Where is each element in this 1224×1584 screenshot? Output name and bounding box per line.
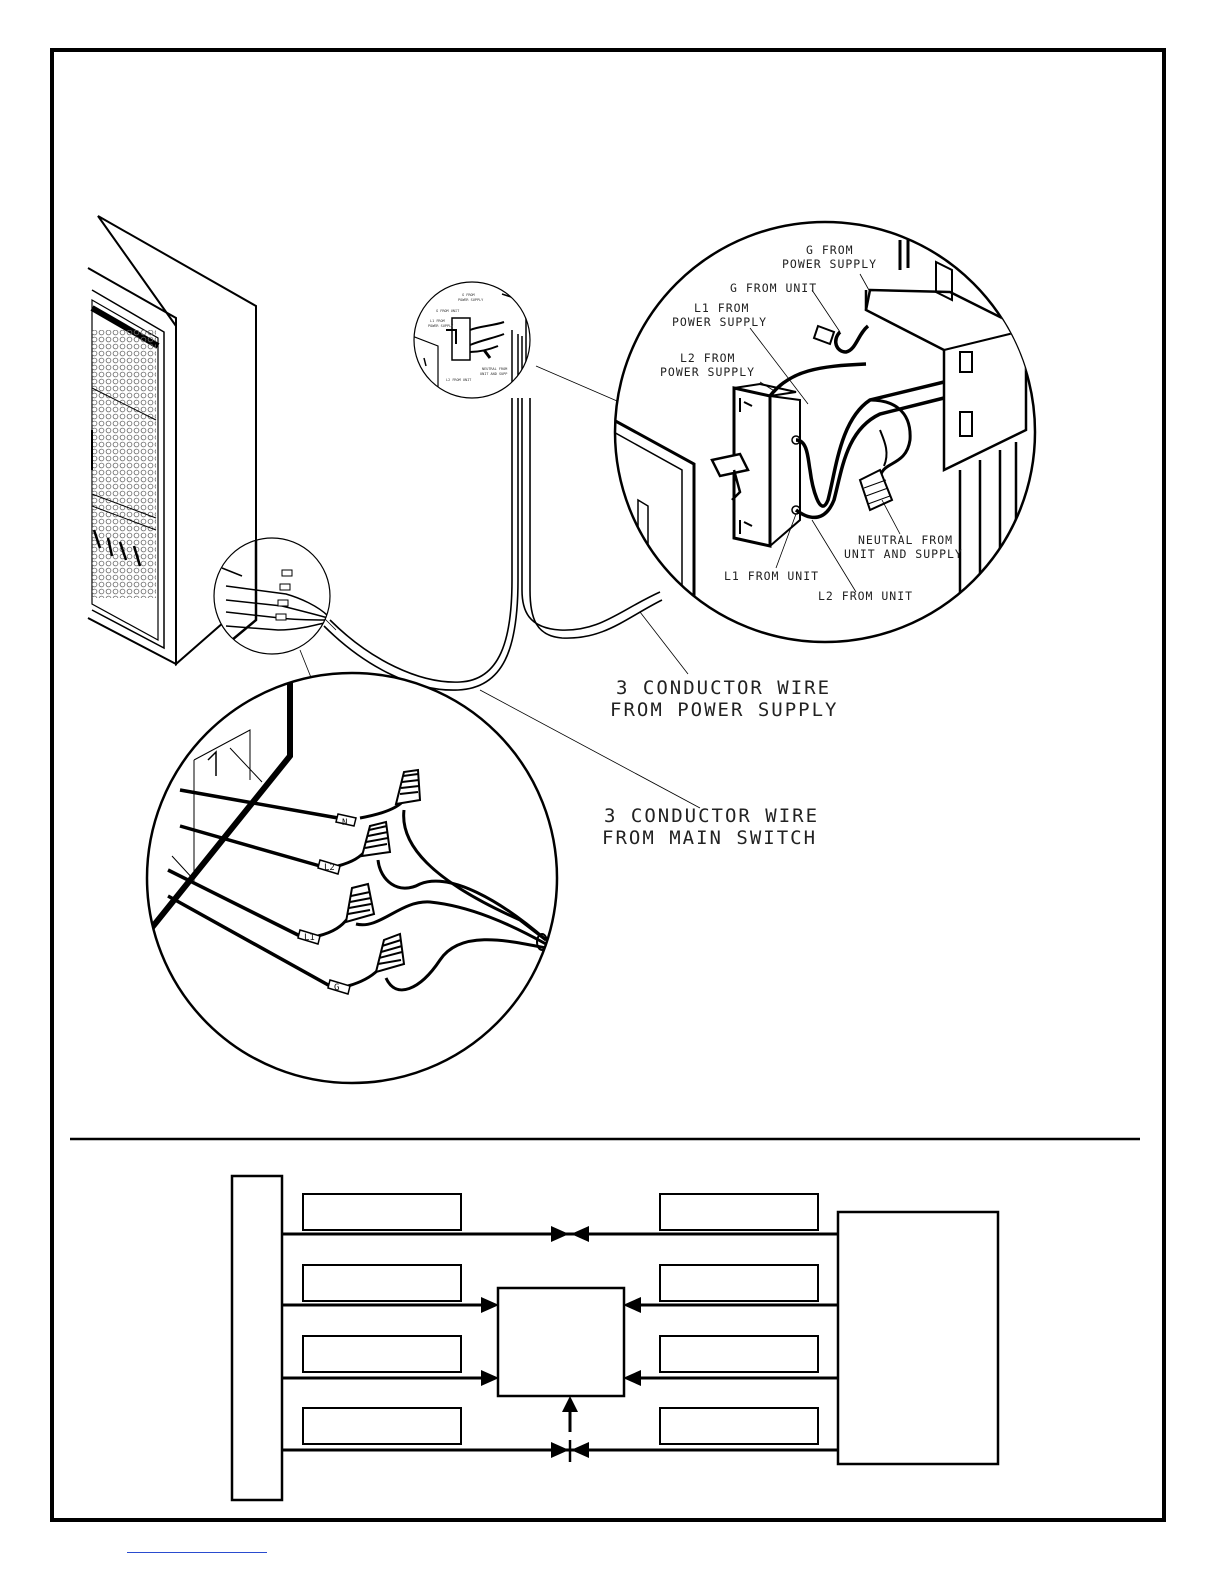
label-box-left-4 <box>302 1407 462 1445</box>
svg-text:L1 FROM: L1 FROM <box>430 319 445 323</box>
wire-connection-detail-view: N L2 L1 G <box>145 671 559 1085</box>
svg-text:G FROM UNIT: G FROM UNIT <box>436 309 460 313</box>
arrow-right-4 <box>551 1442 569 1458</box>
arrow-right-3 <box>481 1370 499 1386</box>
label-wire-main-switch-2: FROM MAIN SWITCH <box>602 827 817 849</box>
label-box-right-2 <box>659 1264 819 1302</box>
block-diagram <box>230 1174 1000 1502</box>
label-l2-from-unit: L2 FROM UNIT <box>818 589 913 603</box>
svg-text:L2 FROM UNIT: L2 FROM UNIT <box>446 378 472 382</box>
label-l1-from-power-supply-2: POWER SUPPLY <box>672 315 767 329</box>
label-box-left-2 <box>302 1264 462 1302</box>
label-l2-from-power-supply-1: L2 FROM <box>680 351 735 365</box>
svg-text:POWER SUPPLY: POWER SUPPLY <box>428 324 454 328</box>
right-block <box>836 1210 1000 1466</box>
label-neutral-from-1: NEUTRAL FROM <box>858 533 953 547</box>
arrow-left-2 <box>623 1297 641 1313</box>
svg-text:NEUTRAL FROM: NEUTRAL FROM <box>482 367 507 371</box>
connector-tag-n: N <box>342 818 347 828</box>
svg-text:POWER SUPPLY: POWER SUPPLY <box>458 298 484 302</box>
label-g-from-unit: G FROM UNIT <box>730 281 817 295</box>
footer-link-underline[interactable] <box>127 1552 267 1563</box>
connector-tag-l1: L1 <box>304 933 315 943</box>
connector-tag-l2: L2 <box>324 863 335 873</box>
left-block <box>230 1174 284 1502</box>
label-wire-main-switch-1: 3 CONDUCTOR WIRE <box>604 805 819 827</box>
label-l1-from-unit: L1 FROM UNIT <box>724 569 819 583</box>
label-box-right-3 <box>659 1335 819 1373</box>
heater-unit <box>87 215 257 667</box>
label-box-right-1 <box>659 1193 819 1231</box>
label-l2-from-power-supply-2: POWER SUPPLY <box>660 365 755 379</box>
small-wire-view <box>213 537 331 655</box>
label-g-from-power-supply-2: POWER SUPPLY <box>782 257 877 271</box>
label-l1-from-power-supply-1: L1 FROM <box>694 301 749 315</box>
arrow-left-1 <box>571 1226 589 1242</box>
label-g-from-power-supply-1: G FROM <box>806 243 854 257</box>
label-neutral-from-2: UNIT AND SUPPLY <box>844 547 963 561</box>
arrow-left-3 <box>623 1370 641 1386</box>
svg-text:G FROM: G FROM <box>462 293 475 297</box>
switch-detail-view: G FROM POWER SUPPLY G FROM UNIT L1 FROM … <box>613 220 1037 644</box>
svg-text:UNIT AND SUPP: UNIT AND SUPP <box>480 372 507 376</box>
arrow-right-1 <box>551 1226 569 1242</box>
center-block <box>496 1286 626 1398</box>
label-wire-power-supply-2: FROM POWER SUPPLY <box>610 699 838 721</box>
label-wire-power-supply-1: 3 CONDUCTOR WIRE <box>616 677 831 699</box>
label-box-left-3 <box>302 1335 462 1373</box>
arrow-up <box>562 1396 578 1412</box>
connector-tag-g: G <box>334 983 339 993</box>
arrow-right-2 <box>481 1297 499 1313</box>
arrow-left-4 <box>571 1442 589 1458</box>
label-box-right-4 <box>659 1407 819 1445</box>
page-border <box>50 48 1166 1522</box>
conduit-wires <box>299 365 701 809</box>
label-box-left-1 <box>302 1193 462 1231</box>
